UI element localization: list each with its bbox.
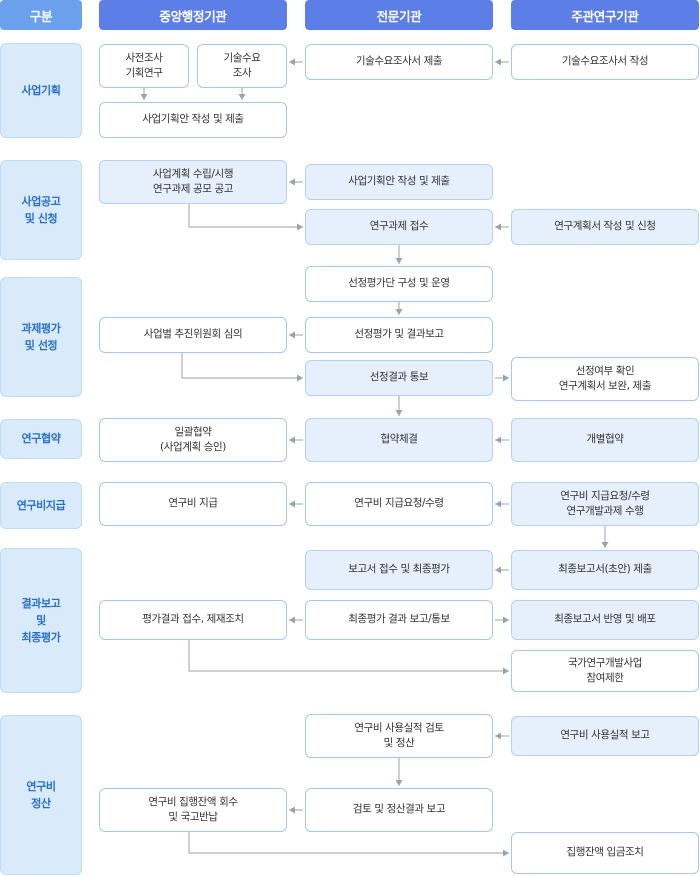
node-result-sanction: 평가결과 접수, 제재조치 — [99, 600, 287, 640]
node-usage-review: 연구비 사용실적 검토 및 정산 — [305, 714, 493, 758]
arrow-committee-to-notice — [181, 353, 303, 379]
node-plan-submit-central: 사업기획안 작성 및 제출 — [99, 102, 287, 138]
node-participation-limit: 국가연구개발사업 참여제한 — [511, 650, 699, 692]
arrow-head — [495, 500, 501, 508]
node-individual-agreement: 개별협약 — [511, 418, 699, 462]
category-funding: 연구비지급 — [0, 482, 82, 529]
node-agreement-sign: 협약체결 — [305, 418, 493, 462]
arrow-head — [395, 258, 403, 264]
arrow-head — [503, 374, 509, 382]
arrow-recover-to-deposit — [188, 832, 509, 854]
node-final-result-report: 최종평가 결과 보고/통보 — [305, 600, 493, 640]
arrow-head — [495, 566, 501, 574]
arrow-head — [503, 849, 509, 857]
node-plan-apply: 연구계획서 작성 및 신청 — [511, 209, 699, 245]
node-bulk-agreement: 일괄협약 (사업계획 승인) — [99, 418, 287, 462]
node-review-report: 검토 및 정산결과 보고 — [305, 788, 493, 832]
arrow-head — [289, 331, 295, 339]
arrow-head — [238, 94, 246, 100]
category-planning: 사업기획 — [0, 43, 82, 138]
node-prelim-study: 사전조사 기획연구 — [99, 44, 189, 88]
arrow-head — [395, 410, 403, 416]
arrow-head — [503, 667, 509, 675]
node-usage-report: 연구비 사용실적 보고 — [511, 716, 699, 756]
node-eval-report: 선정평가 및 결과보고 — [305, 317, 493, 353]
node-balance-deposit: 집행잔액 입금조치 — [511, 832, 699, 874]
category-evaluation: 과제평가 및 선정 — [0, 277, 82, 397]
arrow-head — [297, 223, 303, 231]
node-fund-pay: 연구비 지급 — [99, 482, 287, 526]
arrow-head — [289, 178, 295, 186]
header-expert-agency: 전문기관 — [305, 0, 493, 30]
arrow-head — [495, 732, 501, 740]
arrow-head — [395, 780, 403, 786]
arrow-announce-to-receive — [188, 204, 303, 228]
arrow-head — [289, 500, 295, 508]
arrow-head — [495, 58, 501, 66]
node-fund-request: 연구비 지급요청/수령 — [305, 482, 493, 526]
arrow-head — [495, 436, 501, 444]
category-announce: 사업공고 및 신청 — [0, 160, 82, 260]
node-tech-demand-survey: 기술수요 조사 — [197, 44, 287, 88]
arrow-head — [503, 616, 509, 624]
node-committee-review: 사업별 추진위원회 심의 — [99, 317, 287, 353]
header-central-agency: 중앙행정기관 — [99, 0, 287, 30]
node-report-receive: 보고서 접수 및 최종평가 — [305, 550, 493, 590]
node-fund-receive: 연구비 지급요청/수령 연구개발과제 수행 — [511, 482, 699, 526]
header-host-institution: 주관연구기관 — [511, 0, 699, 30]
arrow-head — [289, 616, 295, 624]
arrow-head — [601, 542, 609, 548]
node-result-notice: 선정결과 통보 — [305, 360, 493, 396]
arrow-head — [289, 58, 295, 66]
header-category: 구분 — [0, 0, 82, 30]
node-panel-operate: 선정평가단 구성 및 운영 — [305, 266, 493, 302]
node-tech-demand-write: 기술수요조사서 작성 — [511, 44, 699, 80]
node-selection-confirm: 선정여부 확인 연구계획서 보완, 제출 — [511, 357, 699, 401]
node-project-receive: 연구과제 접수 — [305, 209, 493, 245]
arrow-head — [289, 436, 295, 444]
arrow-head — [289, 806, 295, 814]
node-plan-announce: 사업계획 수립/시행 연구과제 공모 공고 — [99, 160, 287, 204]
arrow-head — [495, 223, 501, 231]
node-balance-recover: 연구비 집행잔액 회수 및 국고반납 — [99, 788, 287, 832]
arrow-head — [297, 374, 303, 382]
node-tech-demand-submit: 기술수요조사서 제출 — [305, 44, 493, 80]
category-agreement: 연구협약 — [0, 419, 82, 459]
node-plan-submit-expert: 사업기획안 작성 및 제출 — [305, 164, 493, 200]
node-final-reflect: 최종보고서 반영 및 배포 — [511, 600, 699, 640]
arrow-head — [395, 309, 403, 315]
arrow-head — [140, 94, 148, 100]
category-settlement: 연구비 정산 — [0, 715, 82, 875]
category-report: 결과보고 및 최종평가 — [0, 548, 82, 693]
arrow-sanction-to-limit — [188, 640, 509, 672]
node-final-draft-submit: 최종보고서(초안) 제출 — [511, 550, 699, 590]
